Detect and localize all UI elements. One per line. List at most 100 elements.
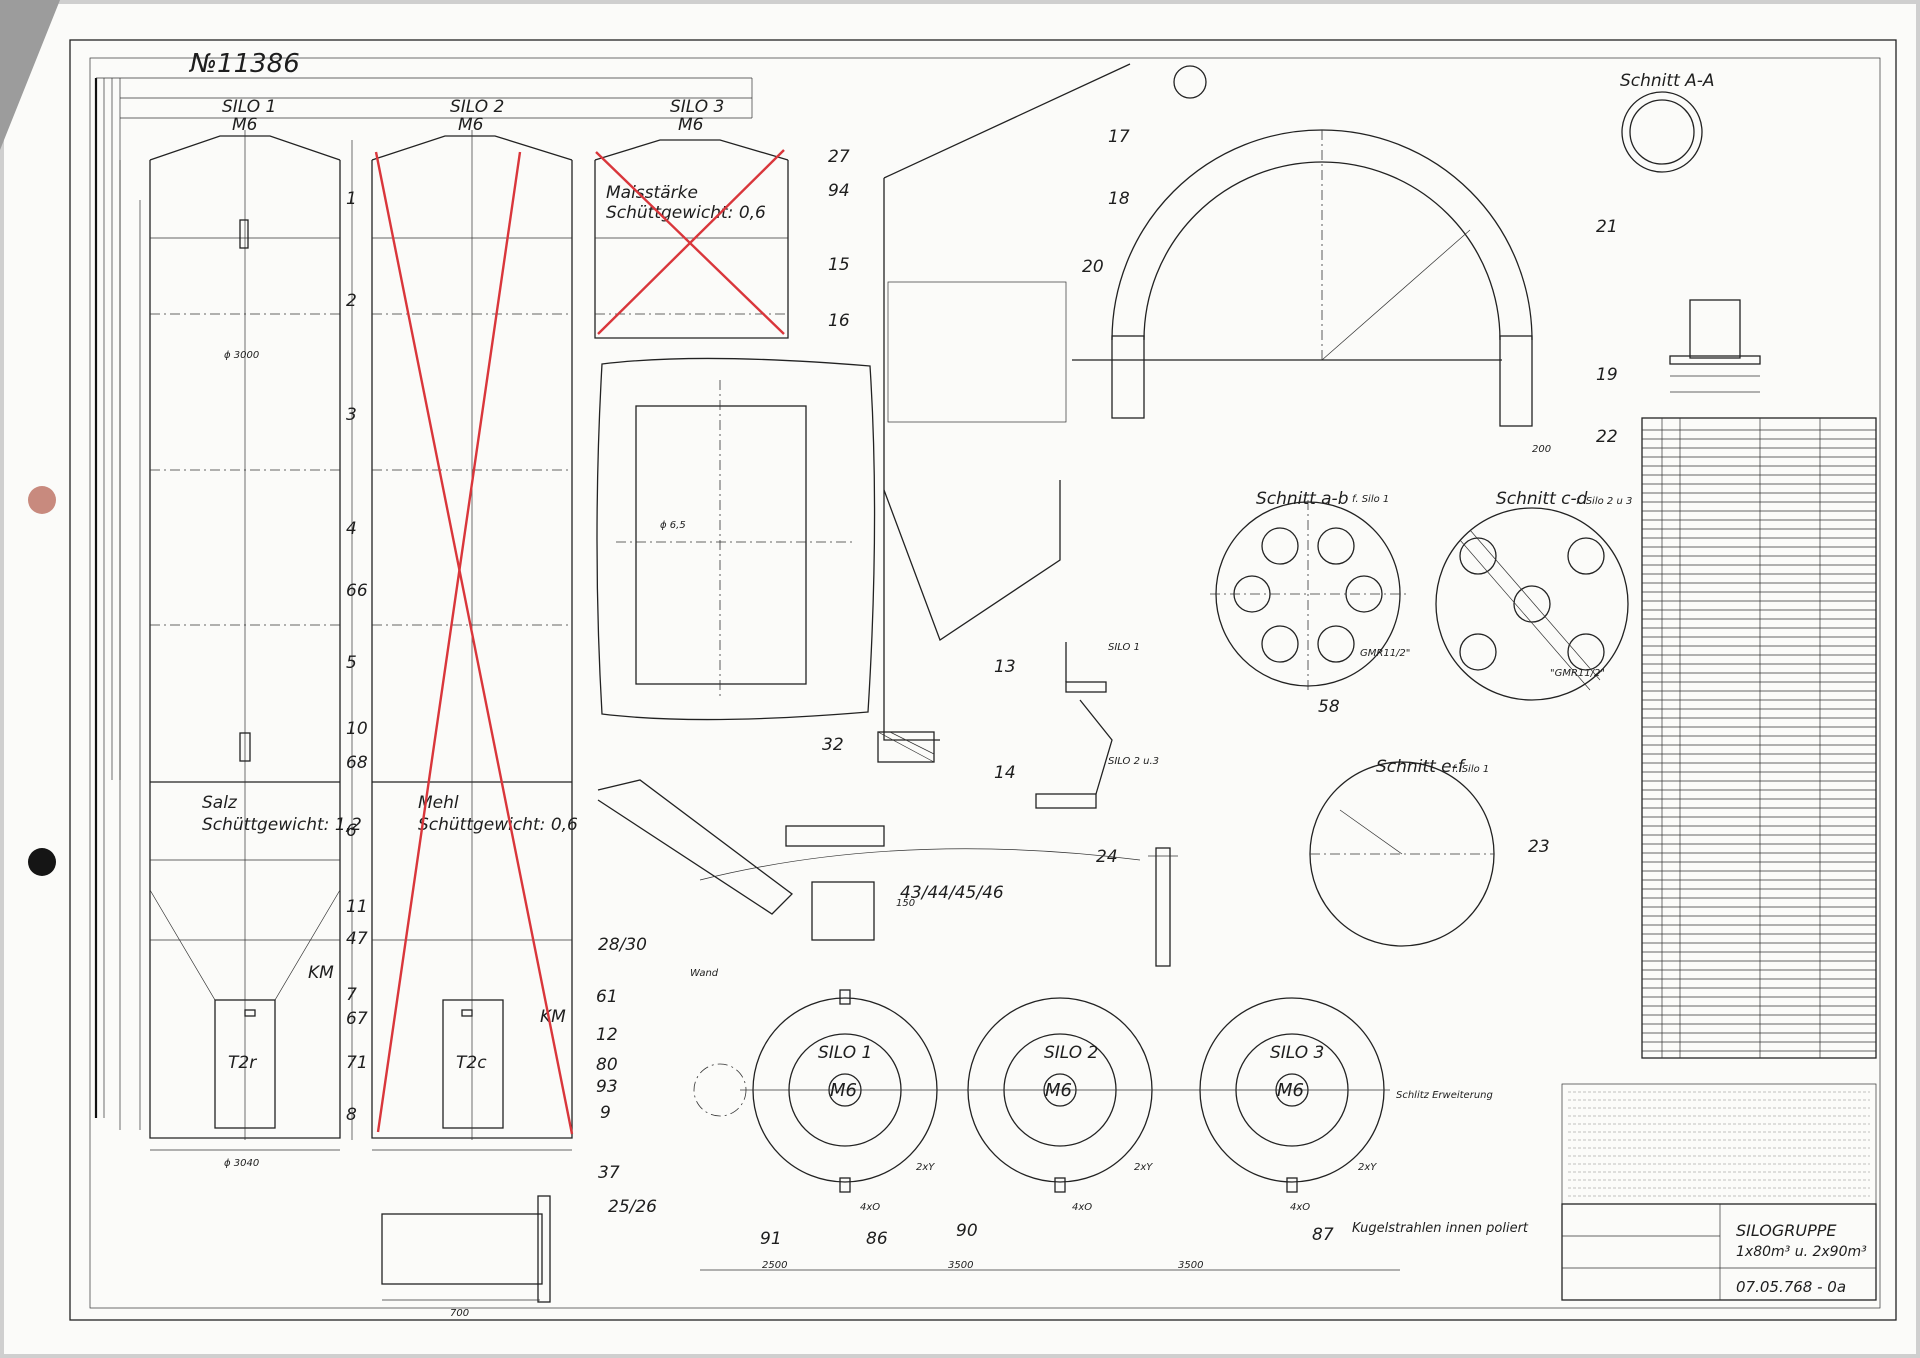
pos-66: 66 <box>346 581 368 601</box>
dim-200: 200 <box>1532 444 1551 455</box>
pos-4: 4 <box>346 519 357 539</box>
pos-61: 61 <box>596 987 618 1007</box>
cross-out-silo3 <box>595 149 785 335</box>
pos-5: 5 <box>346 653 357 673</box>
plan-silo3: SILO 3 <box>1270 1043 1324 1063</box>
pos-68: 68 <box>346 753 368 773</box>
pos-37: 37 <box>598 1163 620 1183</box>
silo3-type: M6 <box>678 115 704 135</box>
silo1-type: M6 <box>232 115 258 135</box>
section-e-f <box>1309 761 1495 947</box>
section-e-f-label: Schnitt e-f <box>1376 757 1467 777</box>
folded-corner-shadow <box>0 0 60 150</box>
title-number: 07.05.768 - 0a <box>1736 1278 1846 1296</box>
pos-93: 93 <box>596 1077 618 1097</box>
outlet-t2r: T2r <box>228 1053 257 1073</box>
pos-22: 22 <box>1596 427 1618 447</box>
pos-86: 86 <box>866 1229 888 1249</box>
pos-91: 91 <box>760 1229 782 1249</box>
position-numbers-left: 1 2 3 4 66 5 10 68 6 11 47 7 67 71 8 <box>346 189 368 1125</box>
section-c-d-label: Schnitt c-d <box>1496 489 1588 509</box>
silo3-label: SILO 3 <box>670 97 724 117</box>
km-mark-2: KM <box>540 1007 566 1027</box>
dim-d3040: ϕ 3040 <box>224 1158 259 1169</box>
salt-weight: Schüttgewicht: 1,2 <box>202 815 362 835</box>
elevation-view <box>94 77 789 1151</box>
inner-frame <box>89 57 1881 1309</box>
detail-silo1: SILO 1 <box>1108 642 1140 653</box>
manhole-detail <box>596 357 876 721</box>
pos-13: 13 <box>994 657 1016 677</box>
pos-7: 7 <box>346 985 357 1005</box>
bracket-24 <box>1148 847 1178 967</box>
inclined-pipe <box>597 779 1141 941</box>
pos-12: 12 <box>596 1025 618 1045</box>
pos-80: 80 <box>596 1055 618 1075</box>
coffee-stain <box>28 486 56 514</box>
roof-section <box>877 63 1131 809</box>
silo2-type: M6 <box>458 115 484 135</box>
title-block <box>1561 1203 1877 1301</box>
wand-label: Wand <box>690 968 719 979</box>
pos-14: 14 <box>994 763 1016 783</box>
pos-8: 8 <box>346 1105 357 1125</box>
two-xy-1: 2xY <box>916 1162 935 1173</box>
section-c-d <box>1435 507 1629 701</box>
pos-24: 24 <box>1096 847 1118 867</box>
pipe-bend <box>1072 65 1533 427</box>
pos-10: 10 <box>346 719 368 739</box>
silo1-label: SILO 1 <box>222 97 276 117</box>
plan-center-1: M6 <box>830 1080 857 1101</box>
pos-28-30: 28/30 <box>598 935 647 955</box>
handwritten-number: №11386 <box>188 49 300 79</box>
dim-150: 150 <box>896 898 915 909</box>
flange-detail <box>1669 299 1761 393</box>
pos-94: 94 <box>828 181 850 201</box>
detail-silo23: SILO 2 u.3 <box>1108 756 1159 767</box>
section-a-b-note: f. Silo 1 <box>1352 494 1389 505</box>
gmr-label: GMR11/2" <box>1360 648 1410 659</box>
position-numbers-right: 27 94 15 16 61 12 80 93 9 37 28/30 43/44… <box>596 127 1618 1249</box>
pos-15: 15 <box>828 255 850 275</box>
plan-center-2: M6 <box>1045 1080 1072 1101</box>
lower-note: Schlitz Erweiterung <box>1396 1090 1493 1101</box>
pos-9: 9 <box>600 1103 611 1123</box>
flour-weight: Schüttgewicht: 0,6 <box>418 815 578 835</box>
pos-67: 67 <box>346 1009 368 1029</box>
starch-label: Maisstärke <box>606 183 698 203</box>
plan-view <box>693 989 1400 1271</box>
pos-17: 17 <box>1108 127 1130 147</box>
title-subtitle: 1x80m³ u. 2x90m³ <box>1736 1244 1867 1260</box>
pos-1: 1 <box>346 189 357 209</box>
section-e-f-note: f. Silo 1 <box>1452 764 1489 775</box>
title-text: SILOGRUPPE <box>1736 1221 1837 1240</box>
dim-d65: ϕ 6,5 <box>660 520 686 531</box>
pos-18: 18 <box>1108 189 1130 209</box>
dim-3500: 3500 <box>948 1260 973 1271</box>
starch-weight: Schüttgewicht: 0,6 <box>606 203 766 223</box>
pos-25-26: 25/26 <box>608 1197 657 1217</box>
pos-27: 27 <box>828 147 850 167</box>
silo2-label: SILO 2 <box>450 97 504 117</box>
section-a-b-label: Schnitt a-b <box>1256 489 1349 509</box>
pos-32: 32 <box>822 735 844 755</box>
salt-label: Salz <box>202 793 238 813</box>
dim-3500b: 3500 <box>1178 1260 1203 1271</box>
parts-list <box>1641 417 1877 1059</box>
pos-20: 20 <box>1082 257 1104 277</box>
pos-47: 47 <box>346 929 368 949</box>
plan-silo1: SILO 1 <box>818 1043 872 1063</box>
flour-label: Mehl <box>418 793 459 813</box>
pos-3: 3 <box>346 405 357 425</box>
pos-58: 58 <box>1318 697 1340 717</box>
pos-43-46: 43/44/45/46 <box>900 883 1004 903</box>
km-mark-1: KM <box>308 963 334 983</box>
handwritten-note: Kugelstrahlen innen poliert <box>1352 1221 1529 1236</box>
pos-6: 6 <box>346 821 357 841</box>
pos-16: 16 <box>828 311 850 331</box>
section-c-d-note: f. Silo 2 u 3 <box>1576 496 1632 507</box>
binder-hole <box>28 848 56 876</box>
notes-lines <box>1568 1091 1870 1197</box>
section-a-a <box>1621 91 1703 173</box>
